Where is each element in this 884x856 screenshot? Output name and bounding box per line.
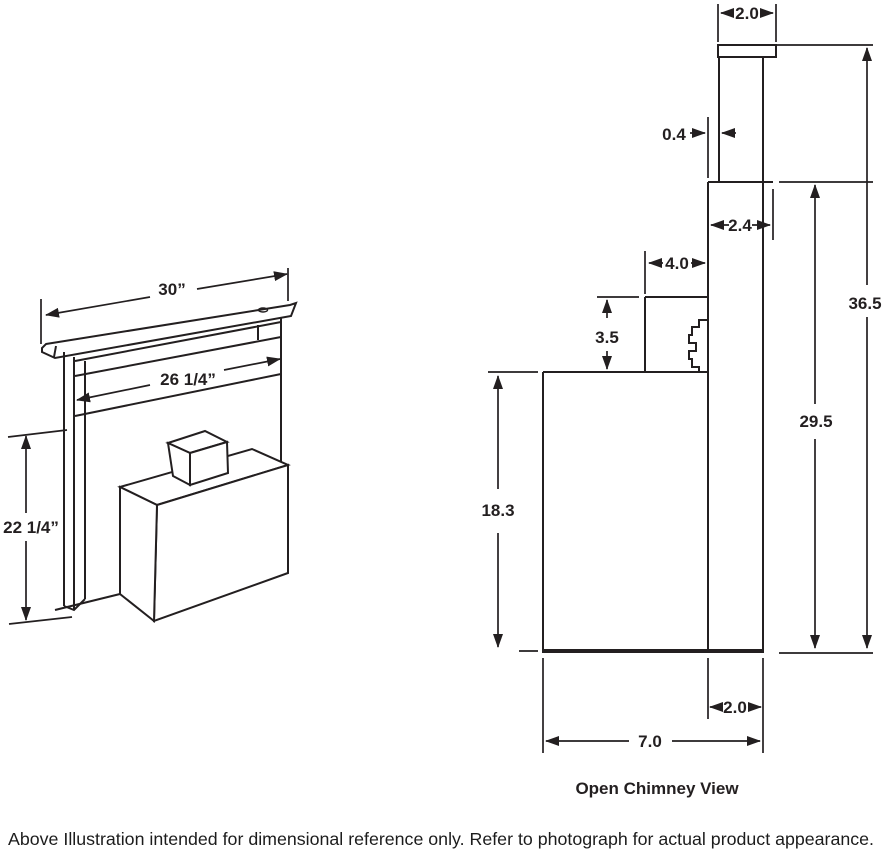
footnote: Above Illustration intended for dimensio… <box>8 829 874 849</box>
dim-width-top-label: 30” <box>158 280 185 299</box>
open-chimney-side-view: 2.0 0.4 2.4 4.0 3.5 <box>481 4 882 798</box>
dim-cap-width-label: 2.0 <box>735 4 759 23</box>
dim-width-inner: 26 1/4” <box>76 356 281 403</box>
dim-damper-height-label: 3.5 <box>595 328 619 347</box>
dim-body-height: 18.3 <box>481 371 538 652</box>
dim-damper-width: 4.0 <box>644 251 706 294</box>
isometric-view: 30” 26 1/4” 22 1/4” <box>3 268 298 625</box>
vent-latch-detail <box>688 319 709 373</box>
main-body-outline <box>542 371 764 653</box>
dim-overall-depth: 7.0 <box>542 658 761 753</box>
dim-chimney-depth-label: 2.0 <box>723 698 747 717</box>
dim-height-left-label: 22 1/4” <box>3 518 59 537</box>
dim-overall-height-label: 36.5 <box>848 294 881 313</box>
dim-height-left: 22 1/4” <box>3 429 73 625</box>
dim-width-inner-label: 26 1/4” <box>160 370 216 389</box>
chimney-cap <box>717 44 777 58</box>
chimney-outline <box>707 44 777 650</box>
dim-body-height-label: 18.3 <box>481 501 514 520</box>
dim-stack-width: 2.4 <box>710 189 774 240</box>
vent-top-slab <box>41 301 298 360</box>
dim-damper-height: 3.5 <box>595 296 639 370</box>
dim-stack-offset-label: 0.4 <box>662 125 686 144</box>
dim-damper-width-label: 4.0 <box>665 254 689 273</box>
view-caption: Open Chimney View <box>575 779 739 798</box>
dim-overall-depth-label: 7.0 <box>638 732 662 751</box>
damper-box <box>644 296 708 372</box>
dim-overall-height: 36.5 <box>777 44 882 654</box>
support-leg <box>63 352 86 612</box>
dim-width-top: 30” <box>40 268 289 344</box>
dim-cap-width: 2.0 <box>717 4 777 42</box>
duct-collar <box>165 429 230 487</box>
dim-stack-width-label: 2.4 <box>728 216 752 235</box>
dim-stack-offset: 0.4 <box>662 117 736 178</box>
dim-chimney-height: 29.5 <box>779 181 873 649</box>
slab-logo-mark <box>257 307 269 313</box>
dim-chimney-depth: 2.0 <box>707 658 764 753</box>
dim-chimney-height-label: 29.5 <box>799 412 832 431</box>
